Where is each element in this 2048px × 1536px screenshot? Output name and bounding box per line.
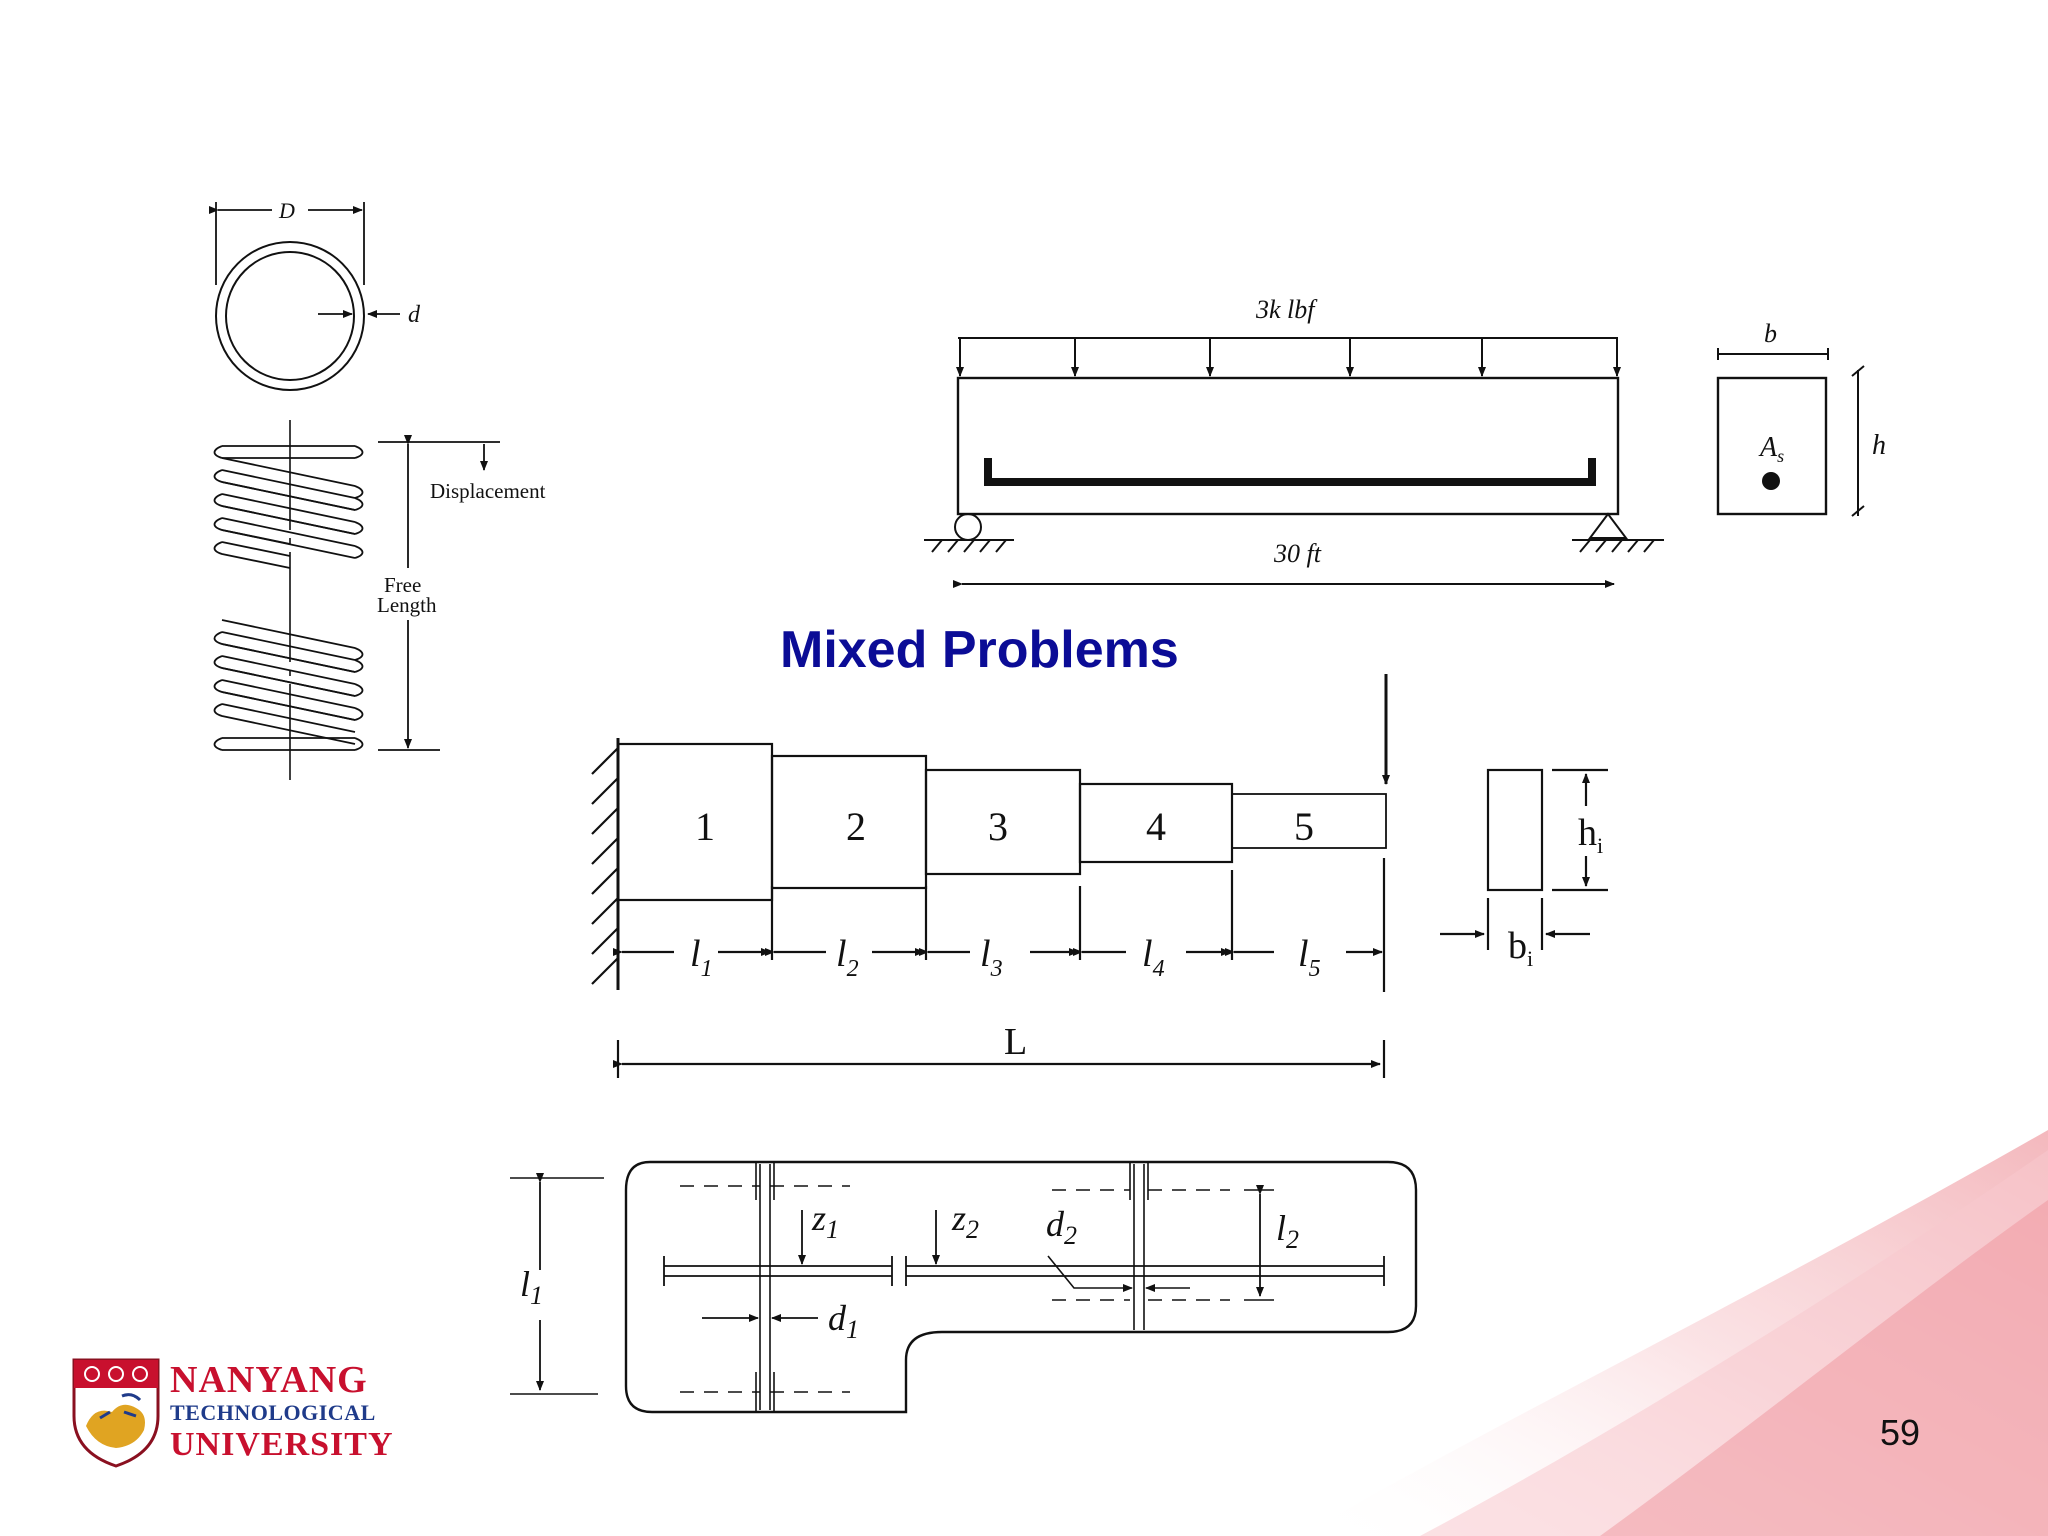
page-number: 59: [1880, 1412, 1921, 1453]
shaft-d1-label: d1: [828, 1298, 859, 1344]
shaft-bracket-diagram: [510, 1160, 1418, 1414]
segment-label-4: 4: [1146, 804, 1166, 849]
spring-displacement-label: Displacement: [430, 479, 546, 503]
background-swoosh: [1300, 1130, 2048, 1536]
segment-label-2: 2: [846, 804, 866, 849]
spring-free-length-label-2: Length: [377, 593, 437, 617]
length-label-l4: l4: [1142, 933, 1165, 982]
section-width-label: b: [1764, 319, 1777, 348]
logo-line-1: NANYANG: [170, 1359, 368, 1401]
segment-label-1: 1: [695, 804, 715, 849]
steel-bar-dot: [1762, 472, 1780, 490]
section-height-label: h: [1872, 430, 1886, 461]
spring-free-length-label-1: Free: [384, 573, 421, 597]
shaft-z1-label: z1: [811, 1198, 839, 1244]
beam-span-label: 30 ft: [1273, 539, 1322, 568]
spring-diagram: [209, 202, 500, 780]
reinforced-beam-diagram: [924, 337, 1865, 588]
total-length-label: L: [1004, 1021, 1027, 1063]
segment-label-3: 3: [988, 804, 1008, 849]
beam-load-label: 3k lbf: [1255, 295, 1318, 324]
shaft-l2-label: l2: [1276, 1208, 1299, 1254]
logo-line-2: TECHNOLOGICAL: [170, 1400, 376, 1425]
section-height-label-hi: hi: [1578, 812, 1603, 858]
shaft-z2-label: z2: [951, 1198, 979, 1244]
university-logo: NANYANG TECHNOLOGICAL UNIVERSITY: [70, 1350, 400, 1480]
spring-outer-diameter-label: D: [278, 198, 295, 223]
segment-labels: 1 2 3 4 5: [695, 804, 1314, 849]
shaft-d2-label: d2: [1046, 1204, 1077, 1250]
length-label-l3: l3: [980, 933, 1003, 982]
shaft-labels: l1 l2 z1 z2 d1 d2: [520, 1198, 1299, 1344]
segment-length-labels: l1 l2 l3 l4 l5: [690, 933, 1321, 982]
length-label-l2: l2: [836, 933, 859, 982]
crest-icon: [72, 1358, 160, 1468]
spring-wire-diameter-label: d: [408, 302, 421, 328]
length-label-l1: l1: [690, 933, 713, 982]
steel-area-label: As: [1758, 432, 1784, 466]
section-width-label-bi: bi: [1508, 925, 1533, 971]
segment-label-5: 5: [1294, 804, 1314, 849]
stepped-cantilever-diagram: [591, 674, 1608, 1078]
shaft-l1-label: l1: [520, 1264, 543, 1310]
length-label-l5: l5: [1298, 933, 1321, 982]
slide-title: Mixed Problems: [780, 621, 1179, 679]
logo-line-3: UNIVERSITY: [170, 1426, 394, 1463]
